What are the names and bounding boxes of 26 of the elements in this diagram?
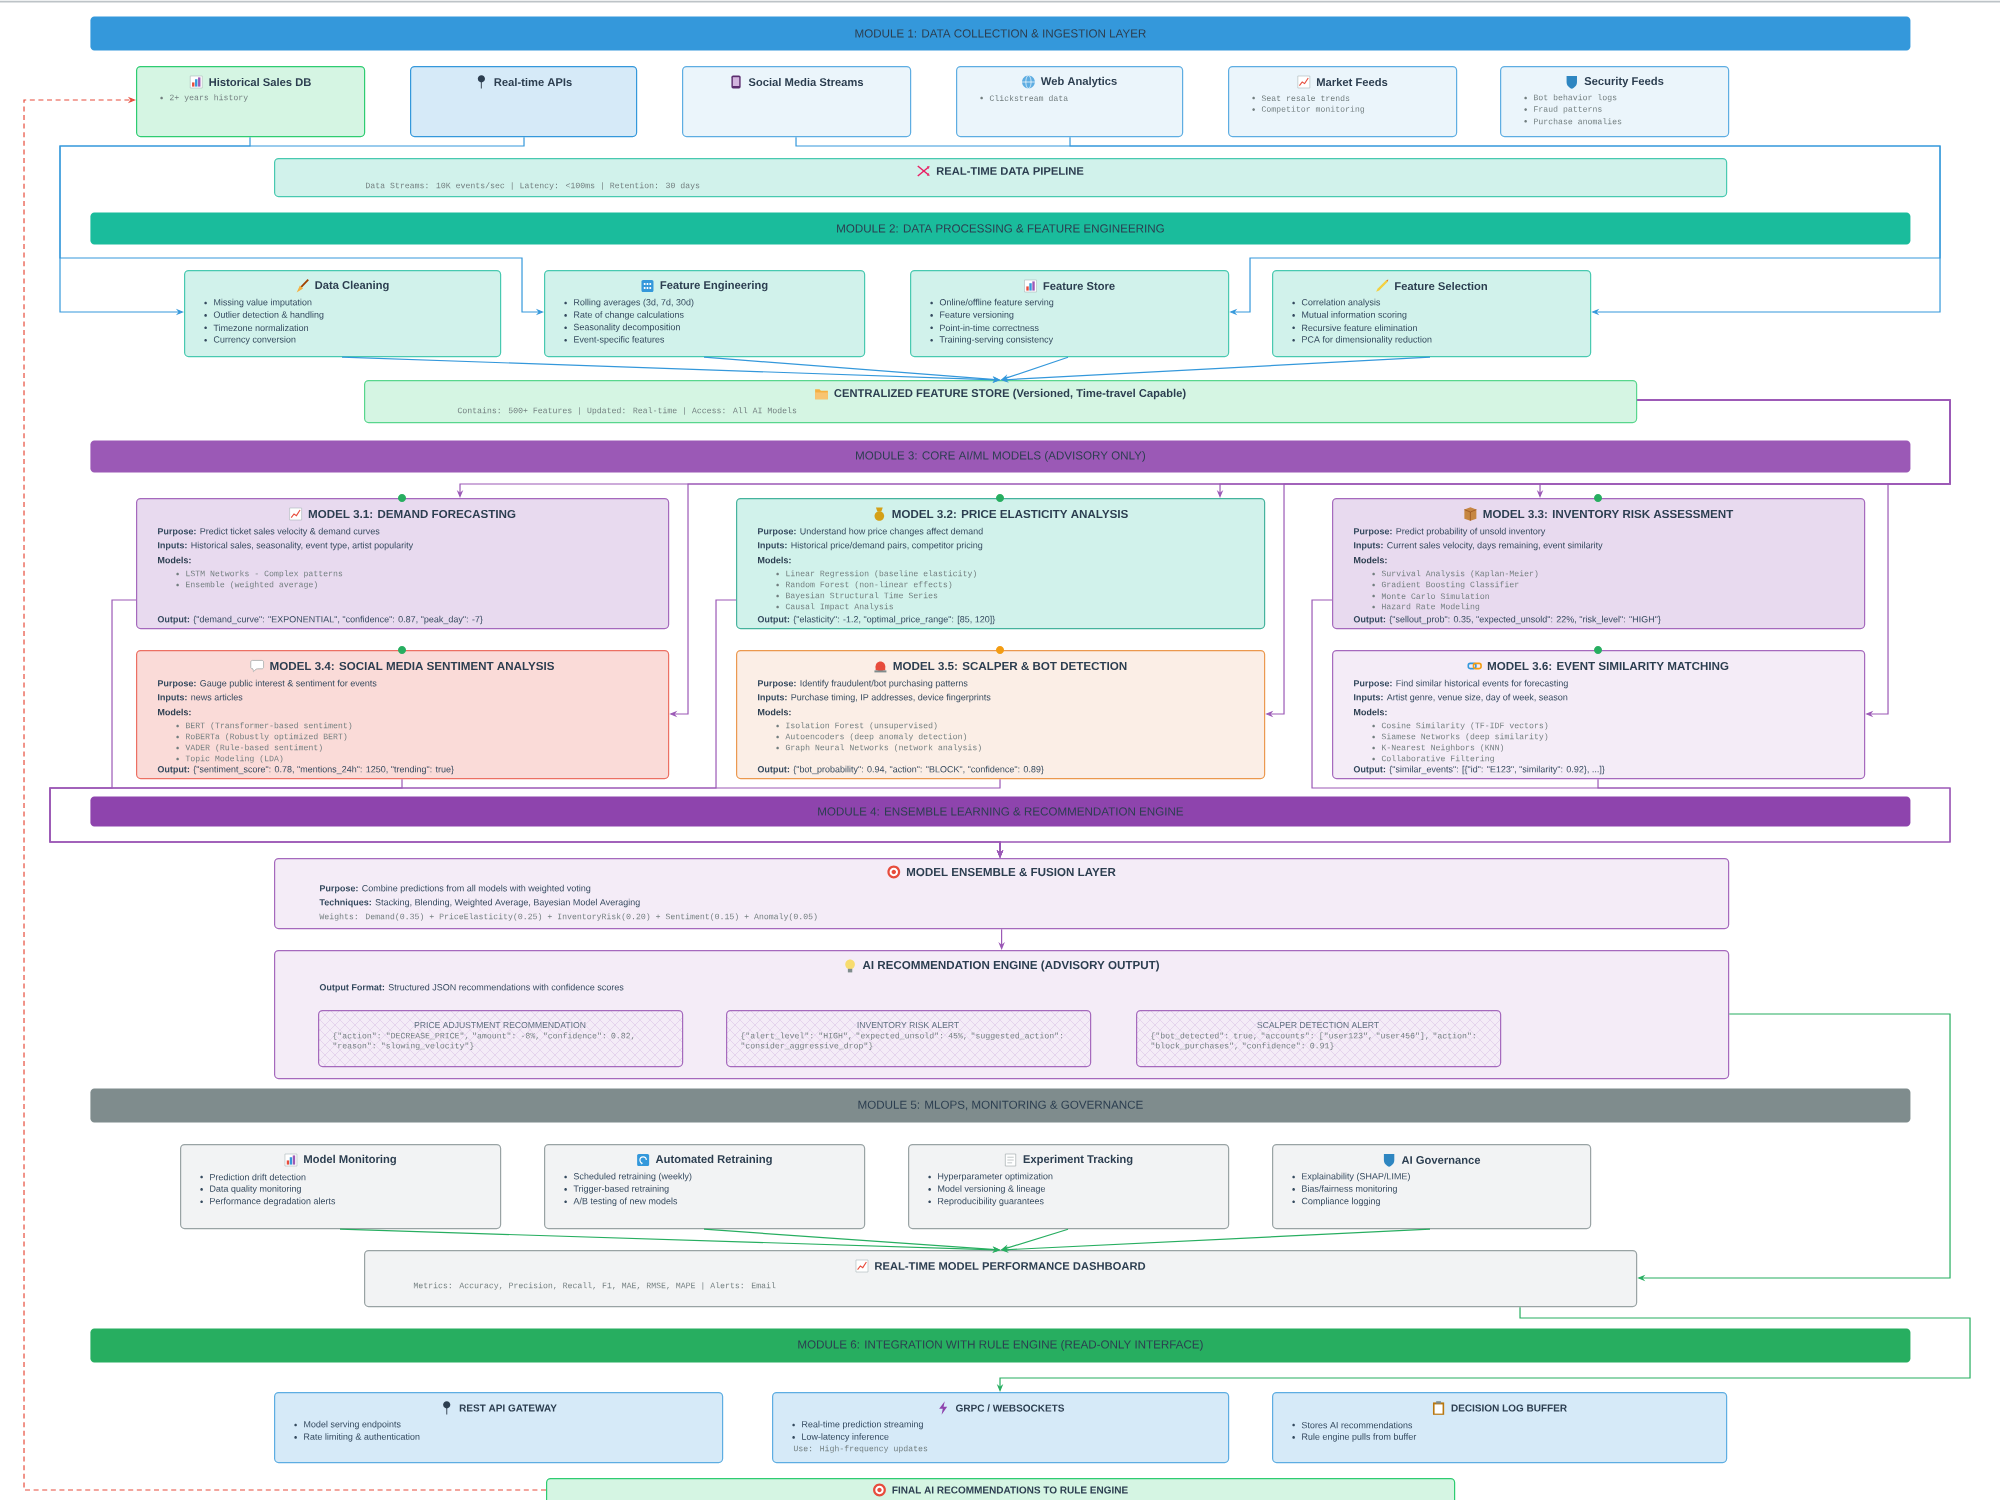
banner-box (364, 1250, 1638, 1308)
info-card (1272, 1392, 1728, 1464)
alert-card (726, 1010, 1092, 1068)
info-card (910, 270, 1230, 358)
info-card (908, 1144, 1230, 1230)
info-card (1228, 66, 1458, 138)
info-card (410, 66, 638, 138)
banner-box (364, 380, 1638, 424)
info-card (180, 1144, 502, 1230)
info-card (544, 270, 866, 358)
info-card (682, 66, 912, 138)
banner-box (274, 158, 1728, 198)
output-box (546, 1478, 1456, 1500)
info-card (184, 270, 502, 358)
info-card (1272, 270, 1592, 358)
info-card (136, 66, 366, 138)
panel-box (274, 950, 1730, 1080)
info-card (274, 1392, 724, 1464)
info-card (1272, 1144, 1592, 1230)
alert-card (318, 1010, 684, 1068)
alert-card (1136, 1010, 1502, 1068)
info-card (772, 1392, 1230, 1464)
info-card (1500, 66, 1730, 138)
info-card (956, 66, 1184, 138)
panel-box (274, 858, 1730, 930)
info-card (544, 1144, 866, 1230)
